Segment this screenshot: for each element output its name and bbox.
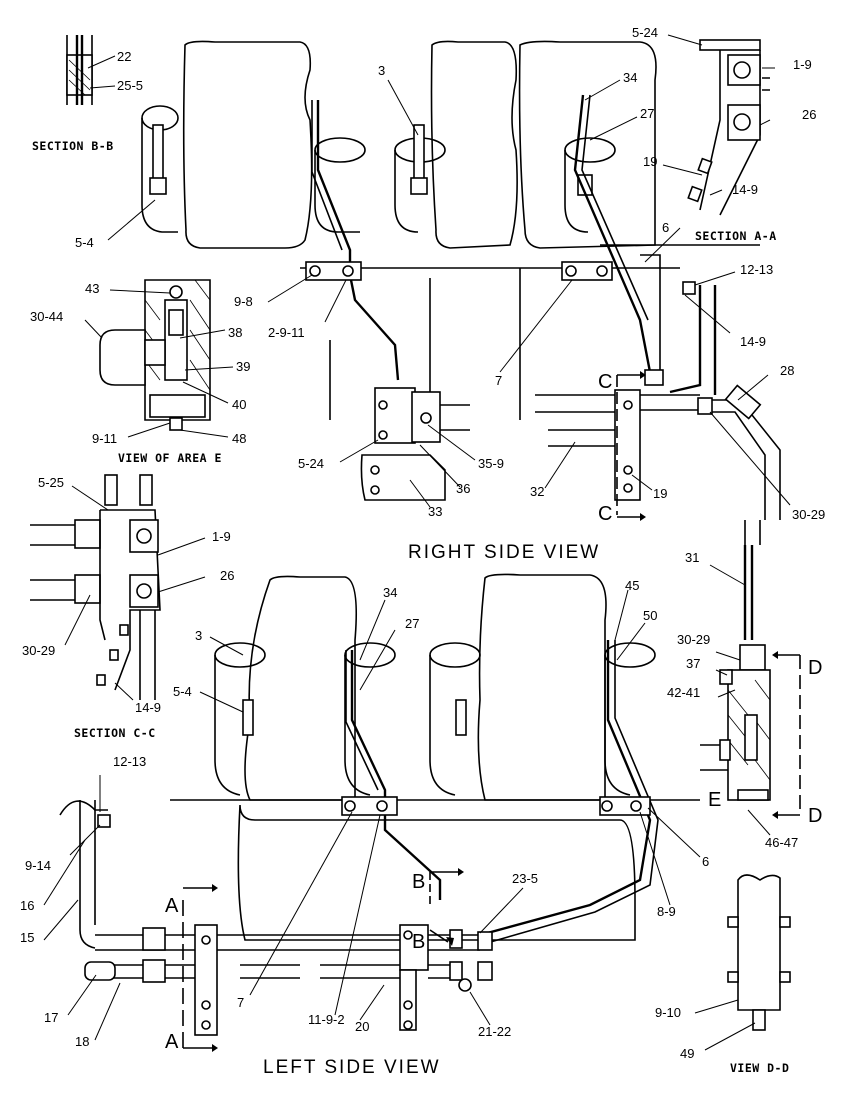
callout-label: 25-5	[117, 78, 143, 93]
callout-label: 19	[653, 486, 667, 501]
section-letter-b-top: B	[412, 871, 425, 893]
detail-e-housing	[700, 545, 771, 801]
callout-label: 1-9	[212, 529, 231, 544]
callout-label: 48	[232, 431, 246, 446]
callout-label: 7	[237, 995, 244, 1010]
callout-label: 39	[236, 359, 250, 374]
callout-label: 49	[680, 1046, 694, 1061]
section-letter-a-bottom: A	[165, 1031, 179, 1053]
callout-label: 8-9	[657, 904, 676, 919]
callout-label: 5-24	[632, 25, 658, 40]
callout-label: 43	[85, 281, 99, 296]
callout-label: 14-9	[740, 334, 766, 349]
section-aa-title: SECTION A-A	[695, 229, 777, 243]
callout-label: 27	[640, 106, 654, 121]
left-side-view-title: LEFT SIDE VIEW	[263, 1057, 441, 1078]
callout-label: 26	[802, 107, 816, 122]
callout-label: 14-9	[135, 700, 161, 715]
callout-label: 30-29	[22, 643, 55, 658]
callout-label: 9-14	[25, 858, 51, 873]
callout-label: 50	[643, 608, 657, 623]
callout-label: 46-47	[765, 835, 798, 850]
callout-label: 18	[75, 1034, 89, 1049]
section-cc-title: SECTION C-C	[74, 726, 156, 740]
callout-label: 5-4	[173, 684, 192, 699]
right-side-view-title: RIGHT SIDE VIEW	[408, 542, 600, 563]
callout-label: 33	[428, 504, 442, 519]
section-bb-title: SECTION B-B	[32, 139, 114, 153]
section-bb-detail	[66, 35, 93, 105]
callout-label: 1-9	[793, 57, 812, 72]
view-dd-detail	[727, 874, 791, 1031]
right-side-fuel-lines	[305, 94, 781, 545]
right-side-engine-outline	[141, 40, 760, 420]
callout-label: 45	[625, 578, 639, 593]
callout-label: 3	[378, 63, 385, 78]
callout-label: 5-25	[38, 475, 64, 490]
callout-label: 5-24	[298, 456, 324, 471]
callout-label: 32	[530, 484, 544, 499]
callout-label: 19	[643, 154, 657, 169]
callout-label: 22	[117, 49, 131, 64]
callout-label: 27	[405, 616, 419, 631]
callout-label: 6	[702, 854, 709, 869]
callout-label: 9-10	[655, 1005, 681, 1020]
callout-label: 17	[44, 1010, 58, 1025]
view-area-e-detail	[99, 279, 211, 431]
callout-label: 35-9	[478, 456, 504, 471]
callout-label: 2-9-11	[268, 325, 305, 340]
callout-label: 28	[780, 363, 794, 378]
callout-label: 16	[20, 898, 34, 913]
callout-label: 34	[623, 70, 637, 85]
callout-label: 42-41	[667, 685, 700, 700]
callout-label: 36	[456, 481, 470, 496]
section-letter-b-bottom: B	[412, 931, 425, 953]
section-cc-detail	[30, 474, 161, 700]
left-side-engine-outline	[170, 573, 700, 941]
view-dd-title: VIEW D-D	[730, 1061, 789, 1075]
callout-label: 12-13	[113, 754, 146, 769]
callout-label: 31	[685, 550, 699, 565]
leader-lines	[43, 34, 791, 1051]
callout-label: 30-29	[677, 632, 710, 647]
section-letter-d-top: D	[808, 657, 822, 679]
callout-label: 5-4	[75, 235, 94, 250]
callout-label: 6	[662, 220, 669, 235]
section-letter-a-top: A	[165, 895, 179, 917]
callout-label: 23-5	[512, 871, 538, 886]
section-letter-e: E	[708, 789, 721, 811]
right-side-injectors	[149, 124, 593, 196]
section-aa-detail	[687, 39, 770, 216]
callout-label: 14-9	[732, 182, 758, 197]
callout-label: 38	[228, 325, 242, 340]
callout-label: 3	[195, 628, 202, 643]
callout-label: 34	[383, 585, 397, 600]
view-area-e-title: VIEW OF AREA E	[118, 451, 222, 465]
section-letter-d-bottom: D	[808, 805, 822, 827]
section-letter-c-top: C	[598, 371, 612, 393]
callout-label: 20	[355, 1019, 369, 1034]
section-markers	[182, 371, 801, 1052]
callout-label: 21-22	[478, 1024, 511, 1039]
callout-label: 15	[20, 930, 34, 945]
callout-label: 26	[220, 568, 234, 583]
callout-label: 7	[495, 373, 502, 388]
callout-label: 30-29	[792, 507, 825, 522]
callout-label: 30-44	[30, 309, 63, 324]
callout-label: 9-11	[92, 431, 117, 446]
section-letter-c-bottom: C	[598, 503, 612, 525]
callout-label: 37	[686, 656, 700, 671]
callout-label: 11-9-2	[308, 1012, 345, 1027]
callout-labels: 22 25-5 5-4 3 34 27 5-24 1-9 26 19 14-9 …	[20, 25, 825, 1061]
callout-label: 40	[232, 397, 246, 412]
callout-label: 9-8	[234, 294, 253, 309]
callout-label: 12-13	[740, 262, 773, 277]
